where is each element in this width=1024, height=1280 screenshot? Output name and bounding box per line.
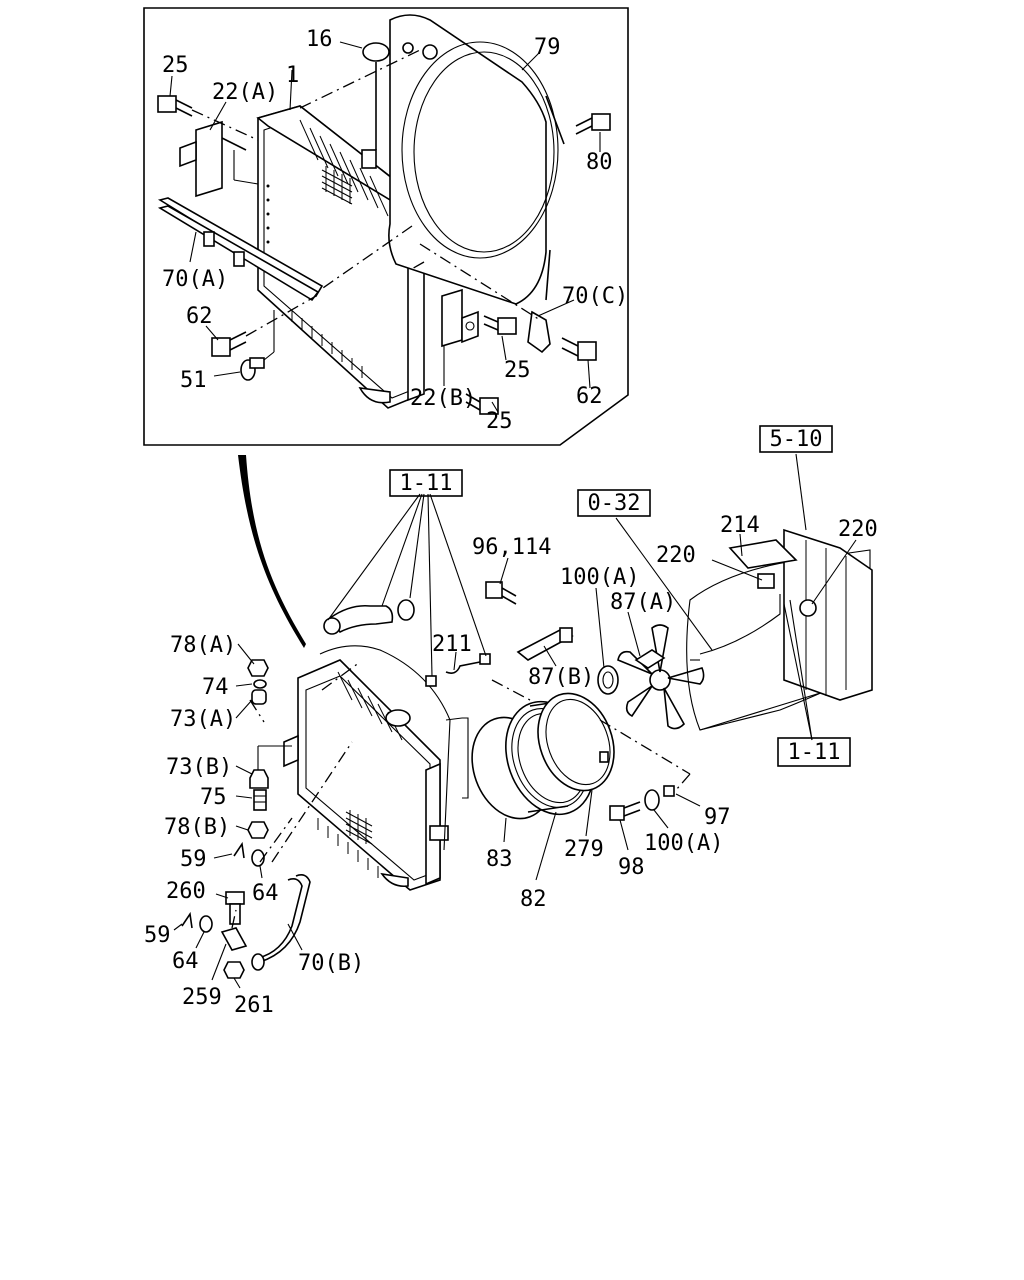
hose-70b	[251, 874, 311, 971]
callout-64-lower: 64	[172, 949, 199, 974]
inset-bolt-80	[575, 113, 611, 135]
inset-bolt-62-left	[211, 295, 317, 357]
inset-bolt-51	[240, 310, 275, 381]
nut-78b	[247, 821, 269, 839]
callout-100a-lower: 100(A)	[644, 831, 723, 856]
bolt-96-114	[485, 581, 517, 605]
stud-75	[253, 789, 267, 811]
main-guide-lines	[231, 661, 691, 929]
callout-80: 80	[586, 150, 613, 175]
detail-inset	[143, 7, 629, 446]
washer-64-lower	[199, 915, 213, 933]
inset-bolt-25-mid	[483, 315, 517, 335]
callout-25-a: 25	[162, 53, 189, 78]
callout-83: 83	[486, 847, 513, 872]
ref-box-1-11-bottom: 1-11	[777, 737, 851, 767]
callout-62-a: 62	[186, 304, 213, 329]
callout-279: 279	[564, 837, 604, 862]
callout-261: 261	[234, 993, 274, 1018]
callout-59-lower: 59	[144, 923, 171, 948]
svg-text:0-32: 0-32	[588, 491, 641, 516]
inset-bolt-62-right	[561, 337, 597, 361]
main-radiator	[283, 645, 469, 891]
callout-25-c: 25	[486, 409, 513, 434]
svg-text:1-11: 1-11	[788, 740, 841, 765]
inset-stay-70a	[157, 197, 324, 302]
callout-214: 214	[720, 513, 760, 538]
leader-lines	[169, 41, 857, 989]
callout-1: 1	[286, 63, 299, 88]
callout-73b: 73(B)	[166, 755, 232, 780]
callout-211: 211	[432, 632, 472, 657]
clip-59-upper	[233, 841, 245, 859]
callout-75: 75	[200, 785, 227, 810]
callout-78b: 78(B)	[164, 815, 230, 840]
callout-100a-upper: 100(A)	[560, 565, 639, 590]
nut-261	[223, 961, 245, 979]
bushing-73b	[249, 769, 269, 789]
callout-97: 97	[704, 805, 731, 830]
hose-211	[425, 653, 491, 687]
main-callouts: 96,114 100(A) 87(A) 214 220 220 211 87(B…	[144, 513, 878, 1018]
callout-87a: 87(A)	[610, 590, 676, 615]
inset-bolt-25-low	[465, 393, 499, 415]
callout-25-b: 25	[504, 358, 531, 383]
callout-98: 98	[618, 855, 645, 880]
inset-clip-70c	[527, 310, 551, 354]
spacer-97	[663, 785, 675, 797]
callout-64-upper: 64	[252, 881, 279, 906]
upper-hose	[323, 599, 415, 635]
callout-74: 74	[202, 675, 229, 700]
callout-220-left: 220	[656, 543, 696, 568]
inset-radiator-cap	[362, 42, 390, 150]
callout-220-right: 220	[838, 517, 878, 542]
washer-100a-lower	[644, 789, 660, 811]
nut-78a	[247, 659, 269, 677]
inset-fan-shroud	[388, 14, 565, 305]
ref-box-0-32: 0-32	[577, 489, 651, 517]
cooling-fan	[617, 624, 705, 730]
fan-pulley-100a	[597, 665, 619, 695]
callout-59-upper: 59	[180, 847, 207, 872]
inset-radiator	[256, 105, 425, 409]
callout-16: 16	[306, 27, 333, 52]
bolt-98	[609, 801, 641, 821]
callout-78a: 78(A)	[170, 633, 236, 658]
inset-bolt-25-top	[157, 95, 193, 117]
bracket-259	[220, 927, 248, 951]
svg-text:5-10: 5-10	[770, 427, 823, 452]
callout-96-114: 96,114	[472, 535, 551, 560]
bracket-87b	[516, 627, 574, 661]
callout-260: 260	[166, 879, 206, 904]
washer-74	[253, 679, 267, 689]
bolt-260	[225, 891, 245, 925]
callout-22a: 22(A)	[212, 80, 278, 105]
inset-callouts: 16 79 25 22(A) 1 80 70(A) 70(C) 62 25 51…	[162, 27, 628, 434]
callout-259: 259	[182, 985, 222, 1010]
bushing-73a	[251, 689, 267, 705]
svg-text:1-11: 1-11	[400, 471, 453, 496]
callout-79: 79	[534, 35, 561, 60]
inset-bracket-22a	[179, 120, 259, 198]
ref-box-1-11-top: 1-11	[389, 469, 463, 497]
engine-housing	[686, 528, 873, 731]
inset-connector-arc	[238, 455, 306, 648]
callout-62-b: 62	[576, 384, 603, 409]
fan-shroud-279	[537, 692, 615, 792]
callout-70a: 70(A)	[162, 267, 228, 292]
washer-64-upper	[251, 849, 265, 867]
callout-73a: 73(A)	[170, 707, 236, 732]
callout-70c: 70(C)	[562, 284, 628, 309]
callout-70b: 70(B)	[298, 951, 364, 976]
callout-22b: 22(B)	[410, 386, 476, 411]
clip-59-lower	[181, 911, 193, 929]
callout-87b: 87(B)	[528, 665, 594, 690]
inset-guide-lines	[191, 49, 541, 321]
callout-51: 51	[180, 368, 207, 393]
callout-82: 82	[520, 887, 547, 912]
ref-box-5-10: 5-10	[759, 425, 833, 453]
inset-bracket-22b	[441, 288, 479, 348]
